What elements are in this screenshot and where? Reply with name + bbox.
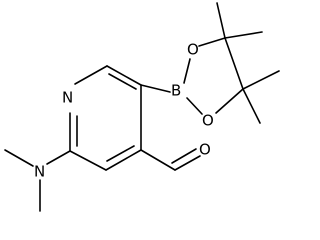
- bond-n1-c6: [74, 65, 108, 85]
- atom-ring-nitrogen: N: [62, 89, 73, 107]
- bond-b-o-upper: [183, 58, 191, 84]
- bond-c-o-double-1: [174, 155, 201, 171]
- bond-methyl-4: [242, 88, 261, 124]
- aldehyde-group: [140, 148, 201, 171]
- pyridine-ring: [69, 65, 142, 171]
- bond-c4-c3-inner: [106, 145, 135, 162]
- bond-c6-c5: [106, 65, 142, 86]
- bond-n-methyl-upper: [4, 149, 34, 167]
- dimethylamino-group: [4, 149, 71, 212]
- bond-o-c-lower: [215, 88, 244, 114]
- bond-c2-n: [46, 150, 71, 165]
- atom-boron: B: [171, 82, 181, 100]
- atom-oxygen-lower: O: [202, 112, 214, 130]
- atom-aldehyde-oxygen: O: [199, 141, 211, 159]
- bond-c5-b: [140, 84, 171, 93]
- chemical-structure-diagram: N N O B O O: [4, 2, 280, 212]
- bond-o-c-upper: [198, 37, 226, 47]
- bond-methyl-2: [224, 31, 263, 39]
- bond-methyl-1: [216, 2, 226, 39]
- bond-c6-c5-inner: [108, 73, 137, 90]
- atom-dimethylamino-nitrogen: N: [34, 163, 45, 181]
- bond-c4-c3: [105, 149, 142, 171]
- bond-c4-cho: [140, 149, 176, 171]
- bond-c3-c2: [69, 150, 107, 171]
- bond-c-c-ring: [224, 37, 244, 90]
- bond-b-o-lower: [186, 97, 203, 115]
- atom-oxygen-upper: O: [187, 41, 199, 59]
- pinacol-boronate: [140, 2, 280, 124]
- bond-c-o-double-2: [171, 148, 197, 164]
- bond-methyl-3: [242, 70, 280, 90]
